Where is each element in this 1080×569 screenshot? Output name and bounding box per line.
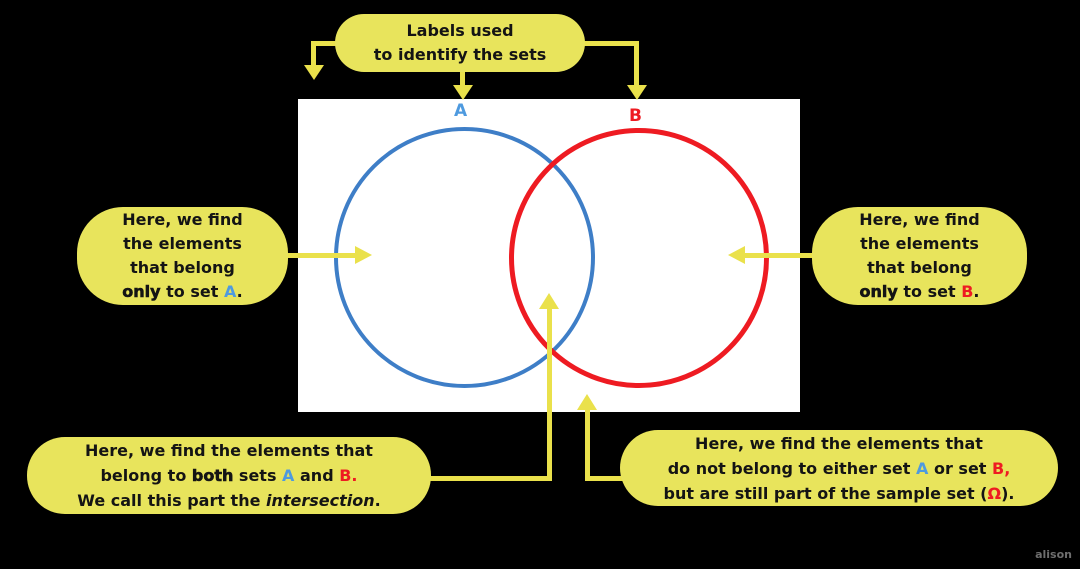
arrow-line	[585, 409, 590, 481]
arrow-right-icon	[355, 246, 372, 264]
arrow-up-icon	[577, 394, 597, 410]
arrow-left-icon	[728, 246, 745, 264]
set-a-label: A	[454, 101, 468, 121]
arrow-down-icon	[304, 65, 324, 80]
arrow-line	[585, 476, 630, 481]
arrow-line	[270, 253, 356, 258]
arrow-line	[634, 41, 639, 86]
watermark-logo: alison	[1035, 548, 1072, 561]
arrow-line	[460, 66, 465, 86]
arrow-down-icon	[627, 85, 647, 100]
arrow-line	[547, 308, 552, 481]
arrow-line	[420, 476, 552, 481]
set-b-circle	[509, 128, 769, 388]
arrow-up-icon	[539, 293, 559, 309]
arrow-down-icon	[453, 85, 473, 100]
set-b-label: B	[629, 106, 642, 126]
arrow-line	[745, 253, 820, 258]
arrow-line	[311, 41, 351, 46]
arrow-line	[570, 41, 639, 46]
arrow-line	[311, 41, 316, 66]
